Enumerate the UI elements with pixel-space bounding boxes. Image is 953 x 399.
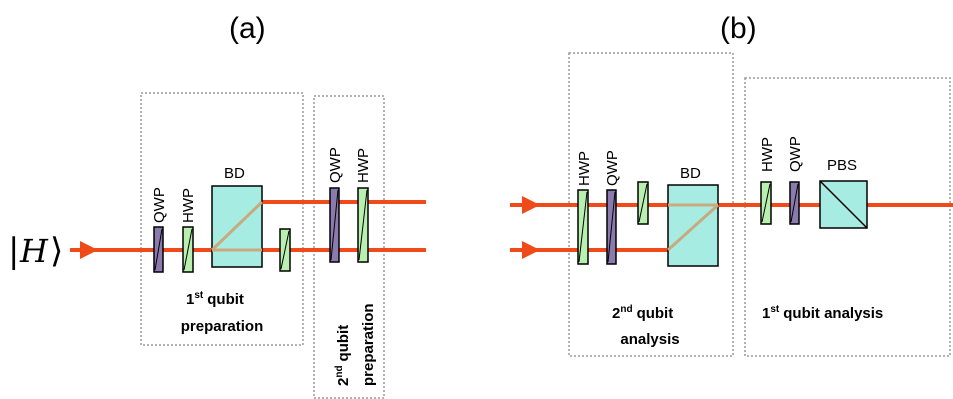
qwp-axis bbox=[607, 191, 616, 263]
bd-displaced-path bbox=[666, 203, 720, 252]
svg-text:|: | bbox=[8, 231, 19, 271]
qubit2-preparation-label: 2ndqubit preparation bbox=[334, 303, 377, 386]
qwp-axis bbox=[154, 228, 163, 271]
svg-text:H: H bbox=[19, 232, 49, 270]
svg-text:⟩: ⟩ bbox=[50, 231, 63, 271]
qubit2-preparation-box bbox=[313, 95, 385, 399]
qwp-label: QWP bbox=[604, 150, 621, 186]
hwp-axis bbox=[761, 183, 771, 223]
qwp-axis bbox=[330, 189, 339, 261]
svg-text:preparation: preparation bbox=[181, 318, 264, 335]
beam-arrow-upper bbox=[522, 196, 540, 214]
hwp-label: HWP bbox=[576, 151, 593, 186]
hwp-label: HWP bbox=[180, 188, 197, 223]
qwp-label: QWP bbox=[787, 136, 804, 172]
svg-text:analysis: analysis bbox=[620, 331, 679, 348]
qwp-label: QWP bbox=[151, 187, 168, 223]
hwp-label: HWP bbox=[355, 148, 372, 183]
qubit2-analysis-box bbox=[568, 52, 734, 357]
input-state-ket: | H ⟩ bbox=[8, 231, 63, 271]
bd-label: BD bbox=[680, 165, 701, 182]
beam-arrow-lower bbox=[522, 241, 540, 259]
panel-label-a: (a) bbox=[229, 12, 266, 45]
svg-text:2ndqubit: 2ndqubit bbox=[612, 304, 673, 322]
hwp-axis bbox=[578, 191, 588, 263]
panel-label-b: (b) bbox=[720, 12, 757, 45]
hwp-axis bbox=[638, 183, 648, 223]
qubit1-analysis-box bbox=[744, 77, 951, 357]
hwp-axis bbox=[358, 189, 368, 261]
hwp-axis bbox=[280, 230, 290, 270]
bd-displaced-path bbox=[210, 200, 264, 252]
beam-displacer bbox=[211, 185, 263, 268]
svg-text:2ndqubit: 2ndqubit bbox=[334, 325, 352, 386]
hwp-axis bbox=[183, 228, 193, 271]
qubit1-preparation-box bbox=[140, 92, 304, 346]
qwp-axis bbox=[790, 183, 799, 223]
beam-arrow-input bbox=[80, 241, 98, 259]
pbs-label: PBS bbox=[827, 157, 857, 174]
hwp-label: HWP bbox=[759, 137, 776, 172]
qwp-label: QWP bbox=[327, 147, 344, 183]
bd-label: BD bbox=[224, 165, 245, 182]
pbs-diagonal bbox=[819, 180, 868, 229]
svg-text:preparation: preparation bbox=[360, 303, 377, 386]
